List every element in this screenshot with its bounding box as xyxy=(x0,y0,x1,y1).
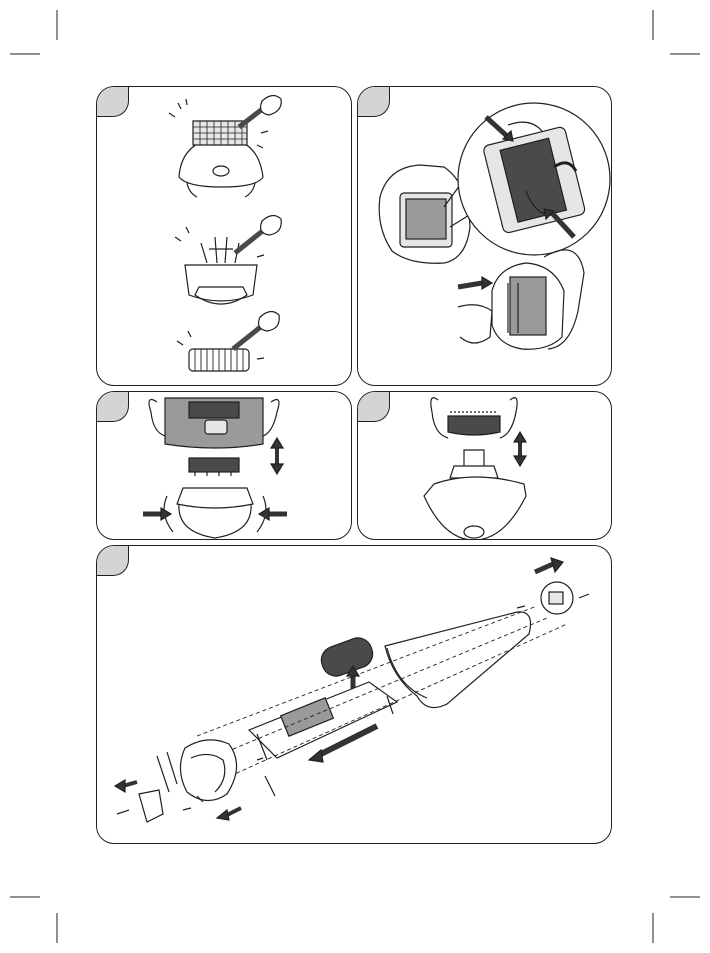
trimmer-remove-illustration xyxy=(358,392,612,540)
panel-cleaning-brush xyxy=(96,86,352,386)
panel-foil-remove xyxy=(96,391,352,540)
foil-frame-illustration xyxy=(358,87,612,386)
disassembly-illustration xyxy=(97,546,612,844)
foil-remove-illustration xyxy=(97,392,352,540)
panel-disassembly xyxy=(96,545,612,844)
panel-foil-frame-clean xyxy=(357,86,612,386)
brush-cleaning-illustration xyxy=(97,87,352,386)
panel-trimmer-remove xyxy=(357,391,612,540)
